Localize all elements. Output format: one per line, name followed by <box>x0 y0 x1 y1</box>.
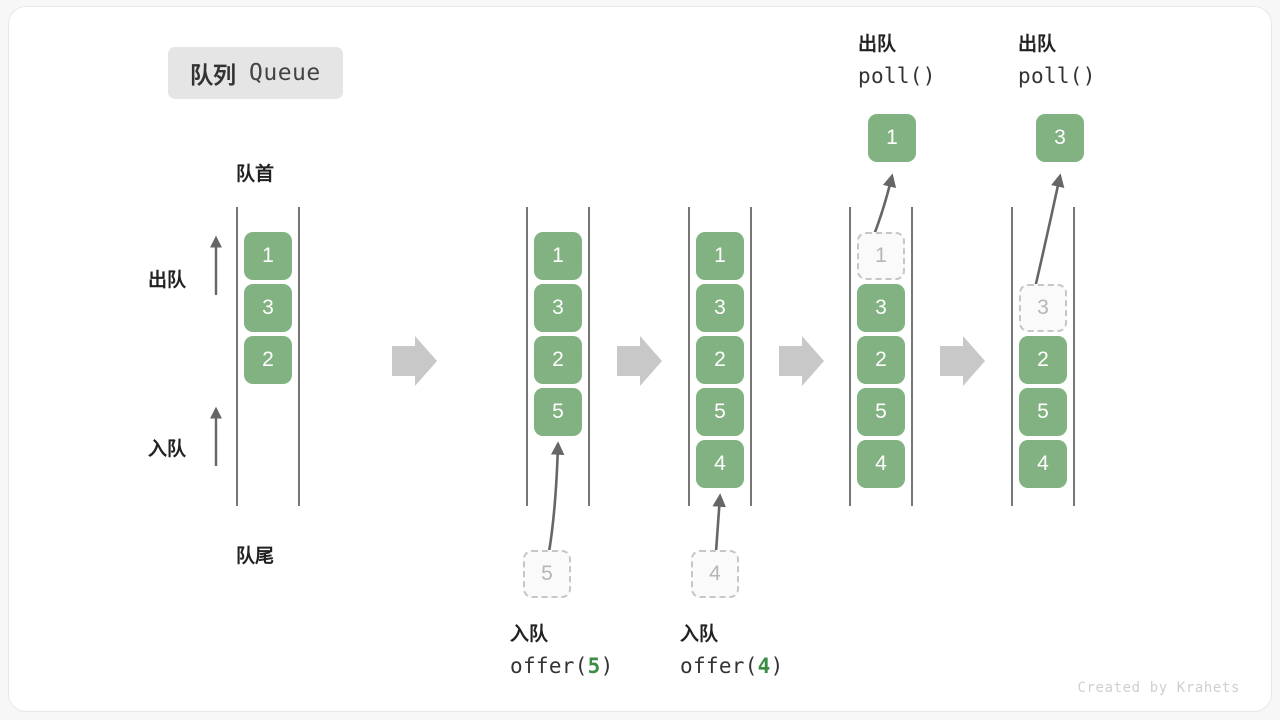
queue-cell: 2 <box>857 336 905 384</box>
queue-cell-ghost: 5 <box>523 550 571 598</box>
queue-cell: 2 <box>534 336 582 384</box>
queue-cell: 4 <box>857 440 905 488</box>
operation-fn: poll() <box>1018 64 1096 88</box>
operation-poll-2: 出队 poll() <box>1018 30 1096 92</box>
polled-value-cell: 3 <box>1036 114 1084 162</box>
operation-label-cn: 出队 <box>858 34 897 55</box>
operation-code: offer(4) <box>680 650 784 682</box>
operation-label-cn: 出队 <box>1018 34 1057 55</box>
queue-cell: 1 <box>696 232 744 280</box>
queue-cell: 4 <box>696 440 744 488</box>
operation-offer-5: 入队 offer(5) <box>510 620 614 682</box>
operation-arg: 5 <box>587 654 601 678</box>
queue-cell: 5 <box>857 388 905 436</box>
card-surface <box>8 6 1272 712</box>
queue-cell: 5 <box>1019 388 1067 436</box>
operation-close: ) <box>770 654 784 678</box>
operation-poll-1: 出队 poll() <box>858 30 936 92</box>
title-en: Queue <box>249 60 321 86</box>
title-badge: 队列 Queue <box>168 47 343 99</box>
operation-close: ) <box>600 654 614 678</box>
queue-cell: 3 <box>534 284 582 332</box>
credit-text: Created by Krahets <box>1077 680 1240 696</box>
queue-cell: 2 <box>696 336 744 384</box>
queue-cell: 1 <box>534 232 582 280</box>
queue-cell: 3 <box>696 284 744 332</box>
queue-cell-ghost: 4 <box>691 550 739 598</box>
operation-code: poll() <box>1018 60 1096 92</box>
queue-cell: 3 <box>857 284 905 332</box>
operation-label-cn: 入队 <box>680 624 719 645</box>
queue-cell-ghost: 1 <box>857 232 905 280</box>
operation-fn: offer( <box>510 654 588 678</box>
queue-cell: 1 <box>244 232 292 280</box>
polled-value-cell: 1 <box>868 114 916 162</box>
operation-code: poll() <box>858 60 936 92</box>
queue-cell: 4 <box>1019 440 1067 488</box>
operation-fn: offer( <box>680 654 758 678</box>
operation-arg: 4 <box>757 654 771 678</box>
queue-cell: 3 <box>244 284 292 332</box>
queue-cell: 5 <box>534 388 582 436</box>
operation-fn: poll() <box>858 64 936 88</box>
enqueue-side-label: 入队 <box>148 439 187 460</box>
operation-label-cn: 入队 <box>510 624 549 645</box>
queue-cell: 5 <box>696 388 744 436</box>
queue-tail-label: 队尾 <box>236 546 275 567</box>
operation-code: offer(5) <box>510 650 614 682</box>
dequeue-side-label: 出队 <box>148 270 187 291</box>
operation-offer-4: 入队 offer(4) <box>680 620 784 682</box>
queue-cell-ghost: 3 <box>1019 284 1067 332</box>
queue-head-label: 队首 <box>236 164 275 185</box>
queue-cell: 2 <box>244 336 292 384</box>
queue-cell: 2 <box>1019 336 1067 384</box>
title-cn: 队列 <box>190 62 236 88</box>
